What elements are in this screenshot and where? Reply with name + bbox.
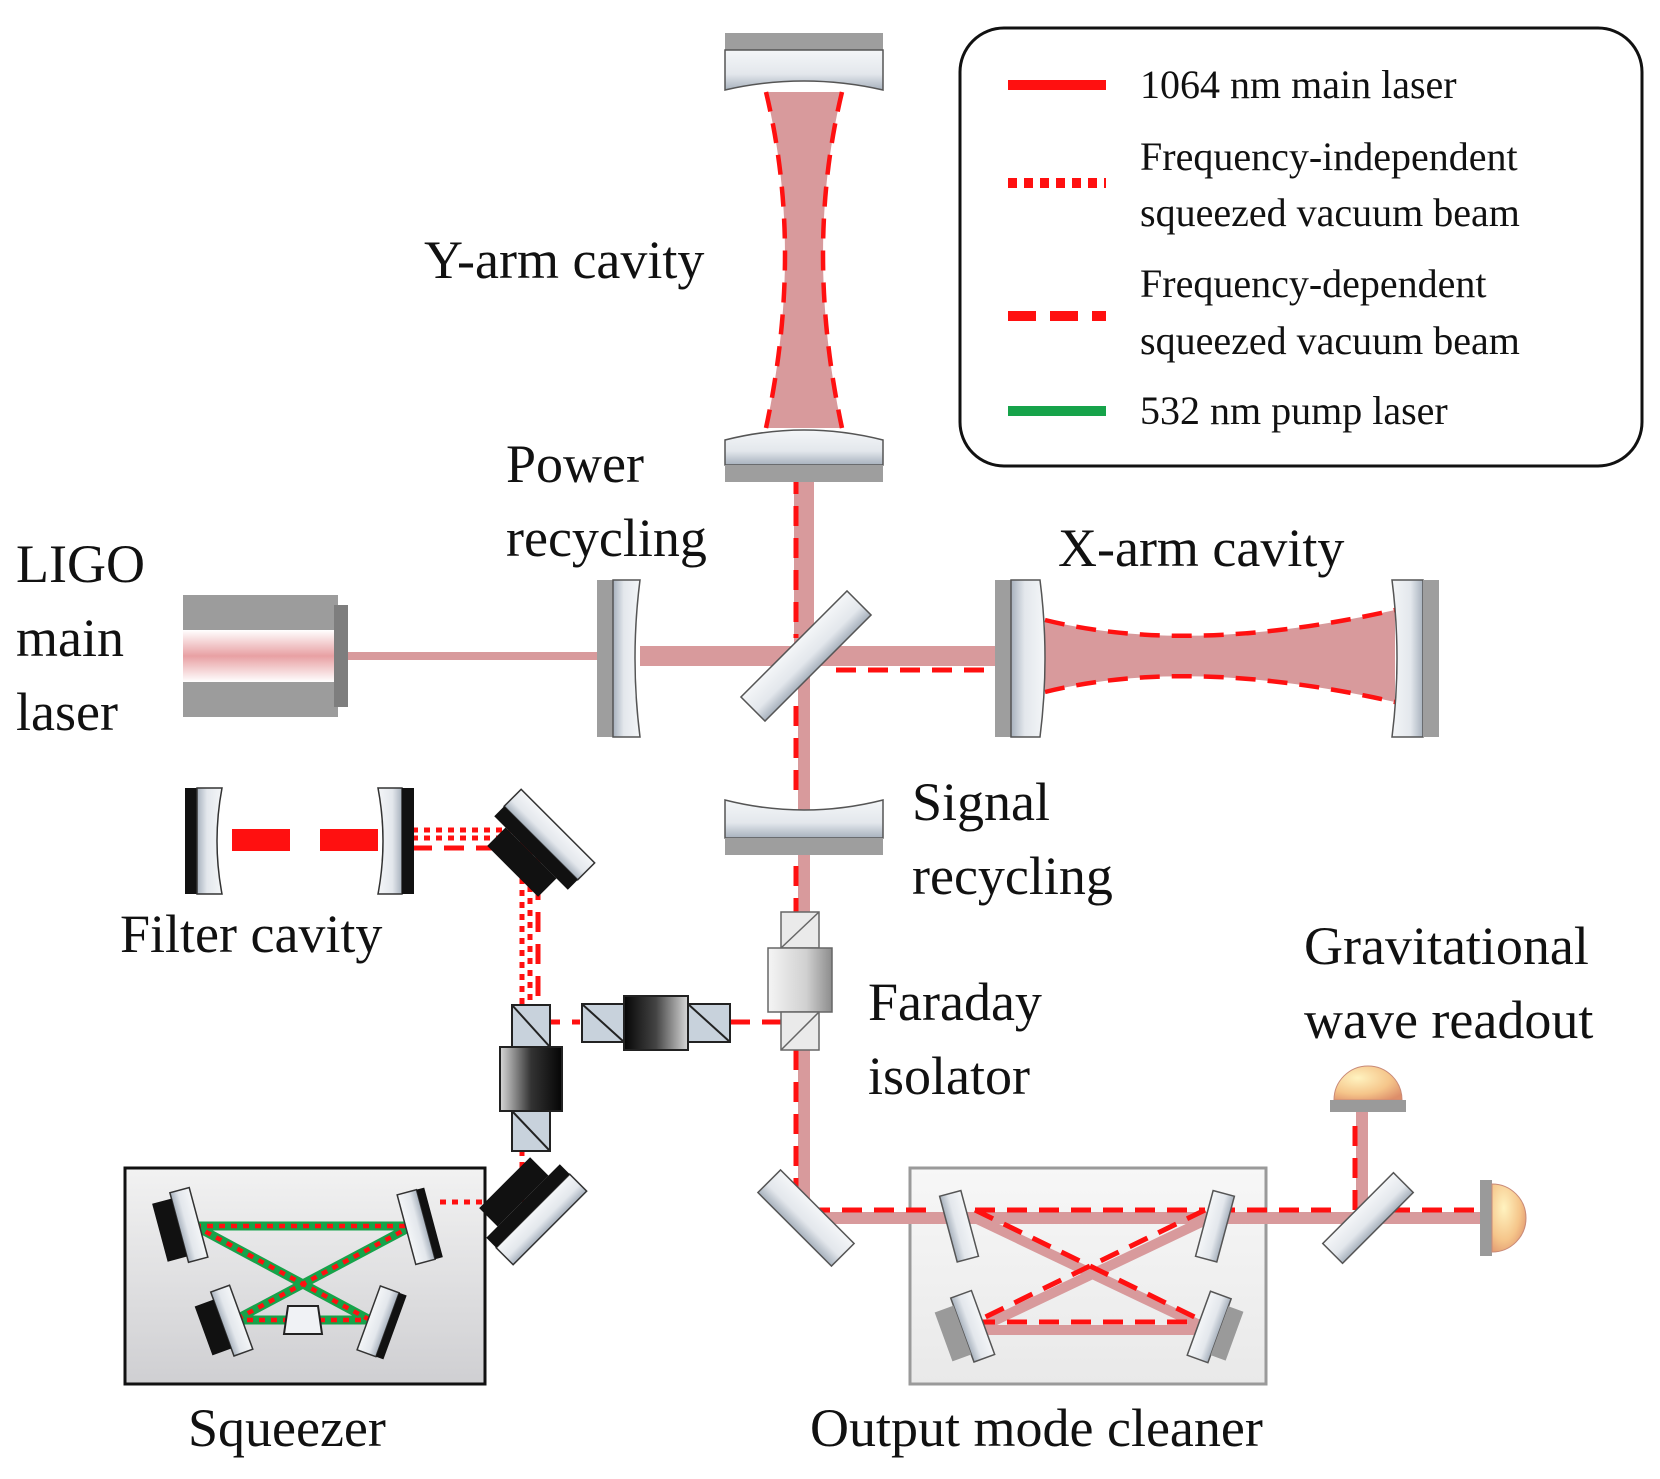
label-power-recycling-2: recycling (506, 508, 707, 568)
omc-mirror-tr-icon (1194, 1189, 1236, 1263)
label-gw-readout-1: Gravitational (1304, 916, 1589, 976)
legend: 1064 nm main laser Frequency-independent… (958, 26, 1644, 468)
filter-cavity-mirror-left-icon (185, 787, 223, 895)
legend-text-freq-independent-1: Frequency-independent (1140, 134, 1518, 179)
legend-text-freq-dependent-2: squeezed vacuum beam (1140, 318, 1520, 363)
y-arm-input-mirror-icon (724, 429, 884, 482)
x-arm-end-mirror-icon (1391, 579, 1439, 738)
legend-box (958, 26, 1644, 468)
squeezer-mirror-bl-icon (194, 1284, 254, 1357)
label-power-recycling-1: Power (506, 434, 644, 494)
label-laser-3: laser (16, 682, 118, 742)
label-faraday-2: isolator (868, 1046, 1030, 1106)
squeezer-faraday-vertical-icon (499, 1004, 563, 1152)
main-laser-icon (183, 595, 348, 717)
label-y-arm-cavity: Y-arm cavity (424, 230, 704, 290)
x-arm-beam (1045, 610, 1395, 702)
legend-text-main-laser: 1064 nm main laser (1140, 62, 1457, 107)
squeezer-mirror-br-icon (356, 1284, 407, 1360)
readout-beam-splitter-icon (1321, 1171, 1415, 1265)
y-arm-squeezed-right (820, 91, 845, 429)
omc-mirror-bl-icon (934, 1289, 996, 1363)
photodiode-top-icon (1330, 1065, 1406, 1112)
photodiode-right-icon (1480, 1180, 1527, 1256)
label-filter-cavity: Filter cavity (120, 904, 382, 964)
y-arm-squeezed-left (763, 91, 788, 429)
legend-text-pump: 532 nm pump laser (1140, 388, 1448, 433)
legend-text-freq-dependent-1: Frequency-dependent (1140, 261, 1487, 306)
y-arm-end-mirror-icon (724, 33, 884, 91)
nonlinear-crystal-icon (282, 1305, 324, 1335)
y-arm-beam (766, 92, 842, 428)
squeezer-beams (192, 1221, 415, 1325)
label-faraday-1: Faraday (868, 972, 1042, 1032)
label-laser-2: main (16, 608, 124, 668)
steering-mirror-top-icon (487, 788, 596, 897)
power-recycling-mirror-icon (597, 579, 641, 738)
label-signal-recycling-1: Signal (912, 772, 1050, 832)
label-gw-readout-2: wave readout (1304, 990, 1593, 1050)
filter-cavity-mirror-right-icon (377, 787, 414, 895)
label-squeezer: Squeezer (188, 1398, 386, 1458)
faraday-isolator-icon (767, 911, 833, 1051)
steering-mirror-bottom-icon (479, 1157, 588, 1266)
x-arm-input-mirror-icon (995, 579, 1046, 738)
omc-mirror-tl-icon (938, 1189, 980, 1263)
squeezed-beams-dashed (412, 474, 1480, 1325)
legend-text-freq-independent-2: squeezed vacuum beam (1140, 190, 1520, 235)
label-omc: Output mode cleaner (810, 1398, 1263, 1458)
label-signal-recycling-2: recycling (912, 846, 1113, 906)
omc-mirror-br-icon (1186, 1290, 1244, 1364)
omc-steering-mirror-icon (756, 1168, 856, 1268)
label-laser-1: LIGO (16, 534, 145, 594)
x-arm-squeezed-bottom (1044, 673, 1396, 705)
beam-splitter-icon (739, 589, 873, 723)
x-arm-squeezed-top (1044, 607, 1396, 639)
squeezer-mirror-tl-icon (152, 1186, 209, 1264)
label-x-arm-cavity: X-arm cavity (1058, 518, 1344, 578)
squeezer-faraday-horizontal-icon (581, 995, 731, 1051)
signal-recycling-mirror-icon (724, 799, 884, 855)
squeezer-mirror-tr-icon (396, 1187, 443, 1266)
